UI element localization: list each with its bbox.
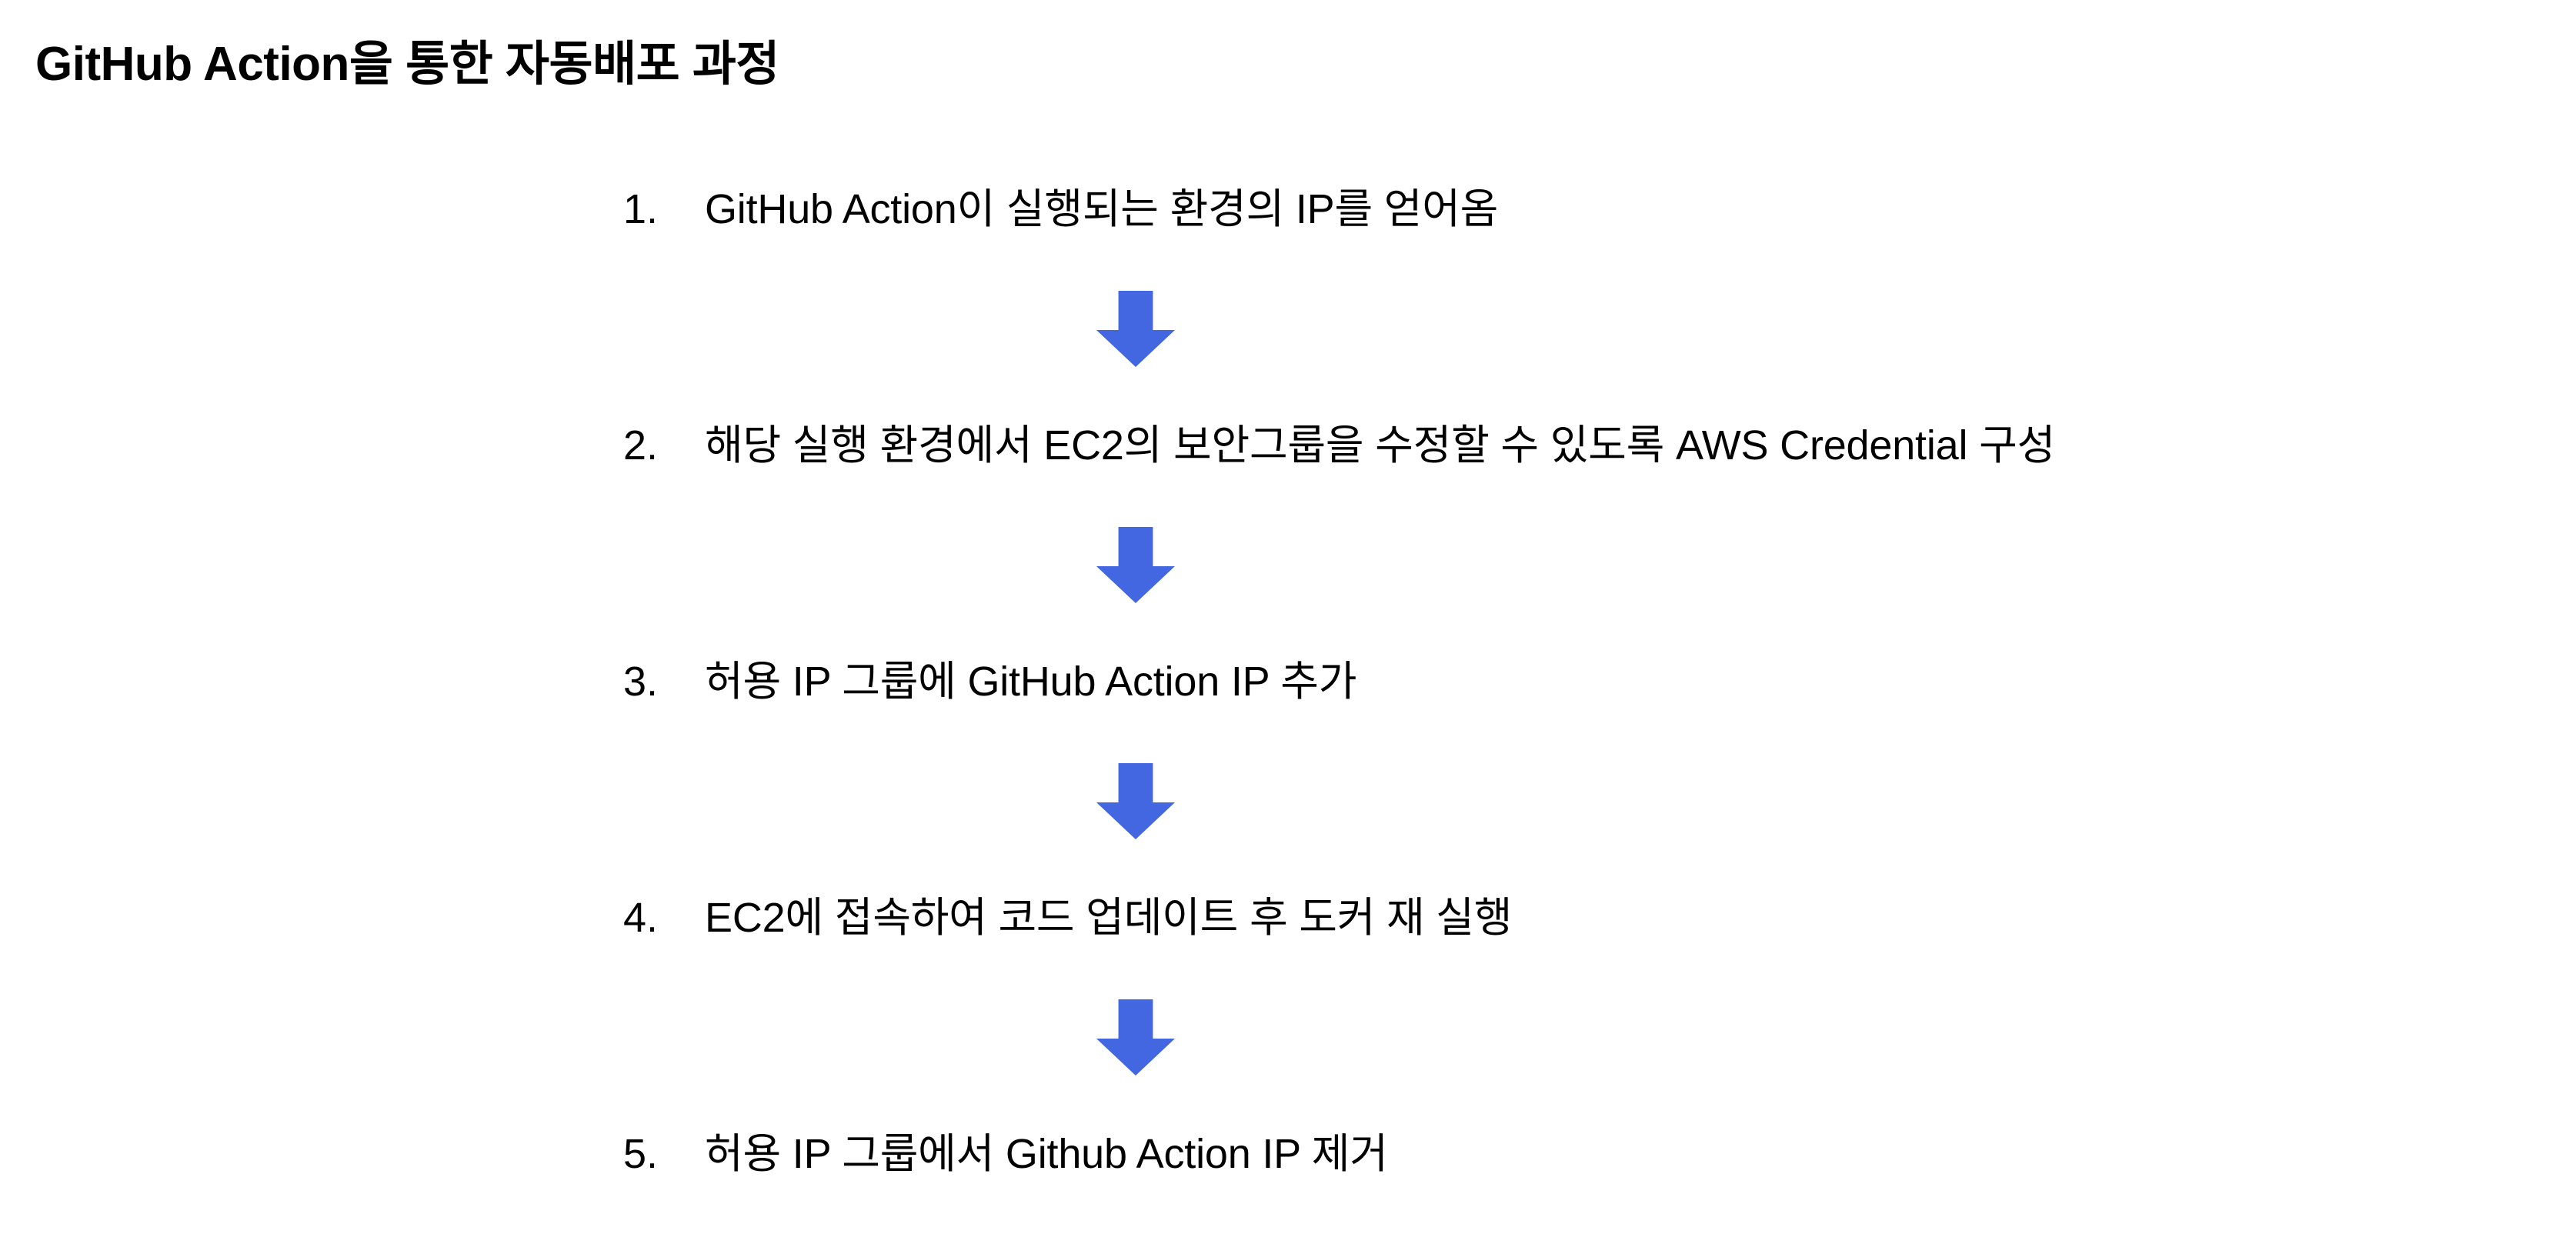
list-item-label: GitHub Action이 실행되는 환경의 IP를 얻어옴 xyxy=(705,186,1499,233)
arrow-down-icon xyxy=(1096,998,1175,1076)
list-item: 2. 해당 실행 환경에서 EC2의 보안그룹을 수정할 수 있도록 AWS C… xyxy=(623,399,2531,493)
list-item-label: 해당 실행 환경에서 EC2의 보안그룹을 수정할 수 있도록 AWS Cred… xyxy=(705,422,2056,469)
arrow-down-icon xyxy=(1096,762,1175,840)
list-item-number: 1. xyxy=(623,186,659,233)
list-item-label: EC2에 접속하여 코드 업데이트 후 도커 재 실행 xyxy=(705,895,1513,942)
list-item-number: 2. xyxy=(623,422,659,469)
connector-row xyxy=(623,257,2531,399)
list-item-label: 허용 IP 그룹에서 Github Action IP 제거 xyxy=(705,1131,1388,1178)
list-item: 5. 허용 IP 그룹에서 Github Action IP 제거 xyxy=(623,1108,2531,1202)
list-item: 1. GitHub Action이 실행되는 환경의 IP를 얻어옴 xyxy=(623,163,2531,257)
connector-row xyxy=(623,966,2531,1108)
page-title: GitHub Action을 통한 자동배포 과정 xyxy=(35,38,779,91)
deployment-steps-list: 1. GitHub Action이 실행되는 환경의 IP를 얻어옴 2. 해당… xyxy=(623,163,2531,1202)
arrow-down-icon xyxy=(1096,525,1175,604)
list-item-label: 허용 IP 그룹에 GitHub Action IP 추가 xyxy=(705,659,1357,705)
list-item: 3. 허용 IP 그룹에 GitHub Action IP 추가 xyxy=(623,635,2531,729)
connector-row xyxy=(623,729,2531,872)
list-item-number: 5. xyxy=(623,1131,659,1178)
list-item-number: 4. xyxy=(623,895,659,942)
arrow-down-icon xyxy=(1096,289,1175,368)
list-item: 4. EC2에 접속하여 코드 업데이트 후 도커 재 실행 xyxy=(623,872,2531,966)
connector-row xyxy=(623,493,2531,635)
list-item-number: 3. xyxy=(623,659,659,705)
